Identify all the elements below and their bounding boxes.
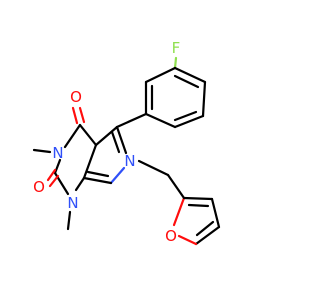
atom-nitrogen-n6: N xyxy=(124,152,135,170)
bond-c5-n6-b xyxy=(110,130,121,154)
bond-f-c xyxy=(173,56,178,70)
bond-aryl-pyrrole xyxy=(115,112,148,129)
bond-ar2 xyxy=(201,80,207,118)
molecule-structure-diagram: F O O N N N O xyxy=(32,39,221,246)
bond-c3fu-c4fu xyxy=(210,197,221,229)
bond-c2-o2-a xyxy=(46,168,57,182)
bond-c4fu-c5fu-b xyxy=(195,220,215,237)
bond-ar6 xyxy=(144,66,177,84)
bond-n6-c7 xyxy=(109,166,126,185)
bond-c5fu-ofu xyxy=(177,234,198,246)
bond-n1-methyl xyxy=(66,210,72,231)
bond-c5-c4a xyxy=(94,125,119,147)
bond-c7-c7a-b xyxy=(86,170,110,178)
bond-c7a-c4a xyxy=(82,143,98,180)
atom-fluorine: F xyxy=(172,39,181,57)
bond-c4-n3 xyxy=(63,123,82,149)
bond-c4-o4-a xyxy=(71,106,79,125)
bond-ofu-c2fu xyxy=(172,196,186,227)
bond-ar4 xyxy=(144,112,177,129)
atom-labels: F O O N N N O xyxy=(33,39,180,245)
bond-n3-methyl xyxy=(32,148,52,154)
bond-ar1 xyxy=(173,66,207,84)
bonds xyxy=(32,56,221,246)
bond-c4fu-c5fu-a xyxy=(194,225,221,246)
bond-c2fu-c3fu-a xyxy=(182,196,214,201)
bond-c5-n6-a xyxy=(115,125,128,155)
atom-oxygen-furan: O xyxy=(165,227,177,245)
atom-oxygen-carbonyl-c2: O xyxy=(33,178,45,196)
bond-c2-o2-b xyxy=(48,174,60,188)
bond-n6-ch2 xyxy=(137,159,170,177)
bond-ar-inner1 xyxy=(173,74,200,89)
atom-nitrogen-n3: N xyxy=(52,144,63,162)
bond-c4-o4-b xyxy=(78,106,86,124)
bond-n1-c7a xyxy=(74,176,86,192)
atom-oxygen-carbonyl-c4: O xyxy=(70,88,82,106)
bond-c2fu-c3fu-b xyxy=(187,203,210,208)
bond-c7-c7a-a xyxy=(82,176,113,185)
bond-ch2-c2fu xyxy=(166,173,186,200)
bond-n3-c2 xyxy=(53,158,62,175)
atom-nitrogen-n1: N xyxy=(67,194,78,212)
bond-ar-inner2 xyxy=(173,110,198,122)
bond-c4a-c4 xyxy=(78,123,98,147)
bond-ar3 xyxy=(173,114,205,129)
